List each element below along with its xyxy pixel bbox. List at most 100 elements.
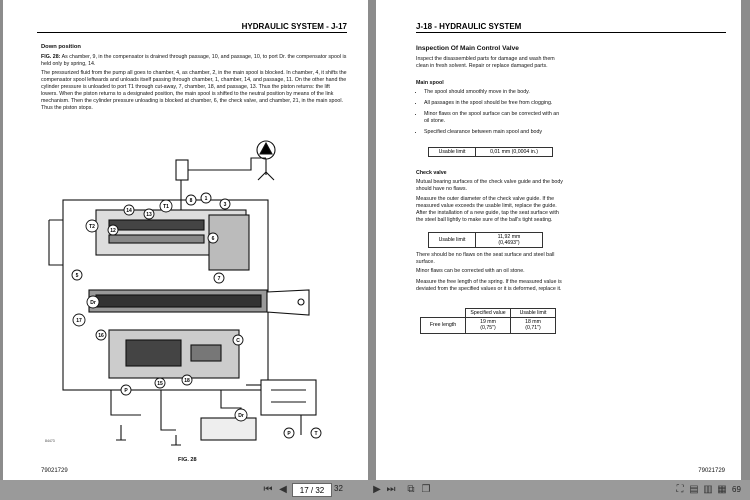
table-empty-cell <box>420 308 466 319</box>
grid-view-icon[interactable]: ▦ <box>717 484 727 495</box>
callout-13 <box>143 208 155 220</box>
label-P2: P <box>287 431 291 437</box>
label-13: 13 <box>146 212 152 218</box>
table-label: Usable limit <box>428 231 476 249</box>
zoom-level[interactable]: 69 <box>732 485 741 494</box>
value-in: (0,71") <box>525 325 541 332</box>
check-valve-piston <box>125 339 182 367</box>
last-page-button[interactable]: ⏭ <box>386 484 396 495</box>
label-T1: T1 <box>163 204 169 210</box>
table-header: Specified value <box>465 307 511 319</box>
page-footer: 79021729 <box>41 468 68 474</box>
copy-icon[interactable]: ❐ <box>421 484 431 495</box>
callout-5 <box>71 269 83 281</box>
right-page: J-18 - HYDRAULIC SYSTEM Inspection Of Ma… <box>376 0 741 480</box>
figure-code: 84473 <box>45 439 55 443</box>
label-T2: T2 <box>89 224 95 230</box>
clearance-table: Usable limit 0,01 mm (0,0004 in.) <box>428 146 553 158</box>
spool-passage <box>108 234 205 244</box>
bottom-tank-mid <box>171 435 181 446</box>
two-page-icon[interactable]: ▥ <box>703 484 713 495</box>
callout-T <box>310 427 322 439</box>
bottom-line-left <box>110 390 141 416</box>
bullet-item: All passages in the spool should be free… <box>424 100 564 107</box>
label-16: 16 <box>98 333 104 339</box>
page-number-input[interactable] <box>292 483 332 497</box>
label-17: 17 <box>76 318 82 324</box>
pump-arrow <box>259 141 273 155</box>
compensator-spool <box>108 219 205 231</box>
value-mm: 11,92 mm <box>497 234 521 240</box>
label-12: 12 <box>110 228 116 234</box>
table-label: Usable limit <box>428 146 476 158</box>
table-row-label: Free length <box>420 317 466 334</box>
total-pages: 32 <box>334 484 343 493</box>
callout-T2 <box>85 219 99 233</box>
label-C: C <box>236 338 240 344</box>
callout-T1 <box>159 199 173 213</box>
main-spool-bullets: The spool should smoothly move in the bo… <box>416 89 564 140</box>
table-value: 19 mm (0,75") <box>465 317 511 334</box>
table-header: Usable limit <box>510 307 556 319</box>
table-value: 0,01 mm (0,0004 in.) <box>475 146 553 158</box>
callout-P2 <box>283 427 295 439</box>
main-spool-title: Main spool <box>416 80 444 86</box>
check-valve-paragraph-4: Minor flaws can be corrected with an oil… <box>416 268 525 274</box>
intro-paragraph: Inspect the disassembled parts for damag… <box>416 56 555 69</box>
check-valve-paragraph-1: Mutual bearing surfaces of the check val… <box>416 179 563 192</box>
callout-15 <box>154 377 166 389</box>
prev-page-button[interactable]: ◀ <box>279 484 287 495</box>
check-valve-paragraph-3: There should be no flaws on the seat sur… <box>416 252 555 265</box>
first-page-button[interactable]: ⏮ <box>263 484 273 495</box>
spring-length-table: Specified value Usable limit Free length… <box>420 307 556 334</box>
check-valve-paragraph-5: Measure the free length of the spring. I… <box>416 279 562 292</box>
label-3: 3 <box>224 202 227 208</box>
paragraph-2: The pressurized fluid from the pump all … <box>41 70 347 111</box>
tank-symbol <box>257 171 275 181</box>
value-in: (0,4693") <box>498 240 520 247</box>
callout-Dr2 <box>234 408 248 422</box>
paragraph-fig-ref: FIG. 28: As chamber, 9, in the compensat… <box>41 54 347 68</box>
section-title: Inspection Of Main Control Valve <box>416 45 519 52</box>
spool-rod <box>266 289 310 316</box>
relief-valve-box <box>200 417 257 441</box>
callout-7 <box>213 272 225 284</box>
bottom-line-mid <box>160 390 176 431</box>
check-valve-title: Check valve <box>416 170 447 176</box>
section-title: Down position <box>41 44 81 50</box>
value-mm: 18 mm <box>525 319 541 326</box>
bottom-tank-left <box>116 425 126 441</box>
callout-P <box>120 384 132 396</box>
callout-3 <box>219 198 231 210</box>
single-page-icon[interactable]: ▤ <box>689 484 699 495</box>
fullscreen-icon[interactable]: ⛶ <box>676 484 684 495</box>
label-6: 6 <box>212 236 215 242</box>
callout-8 <box>185 194 197 206</box>
bullet-item: Minor flaws on the spool surface can be … <box>424 111 564 125</box>
label-Dr2: Dr <box>238 413 244 419</box>
bullet-item: Specified clearance between main spool a… <box>424 129 564 136</box>
label-Dr: Dr <box>90 300 96 306</box>
left-page: HYDRAULIC SYSTEM - J-17 Down position FI… <box>3 0 368 480</box>
label-7: 7 <box>218 276 221 282</box>
top-line-2 <box>216 157 266 171</box>
callout-1 <box>200 192 212 204</box>
fit-page-icon[interactable]: ⧉ <box>407 484 415 495</box>
check-valve-spring <box>190 344 222 362</box>
hydraulic-schematic: 14 13 T1 8 1 3 T2 12 6 5 7 Dr 17 16 15 1… <box>45 140 322 446</box>
left-pipe <box>48 219 63 266</box>
table-value: 18 mm (0,71") <box>510 317 556 334</box>
figure-caption: FIG. 28 <box>178 457 197 463</box>
value-mm: 19 mm <box>480 319 496 326</box>
page-footer: 79021729 <box>698 468 725 474</box>
next-page-button[interactable]: ▶ <box>373 484 381 495</box>
cylinder-box <box>260 379 317 416</box>
cylinder-lines <box>271 389 306 403</box>
callout-C <box>232 334 244 346</box>
label-1: 1 <box>205 196 208 202</box>
rod-eye <box>297 298 305 306</box>
callout-18 <box>181 374 193 386</box>
label-T: T <box>314 431 317 437</box>
label-18: 18 <box>184 378 190 384</box>
callout-12 <box>107 224 119 236</box>
